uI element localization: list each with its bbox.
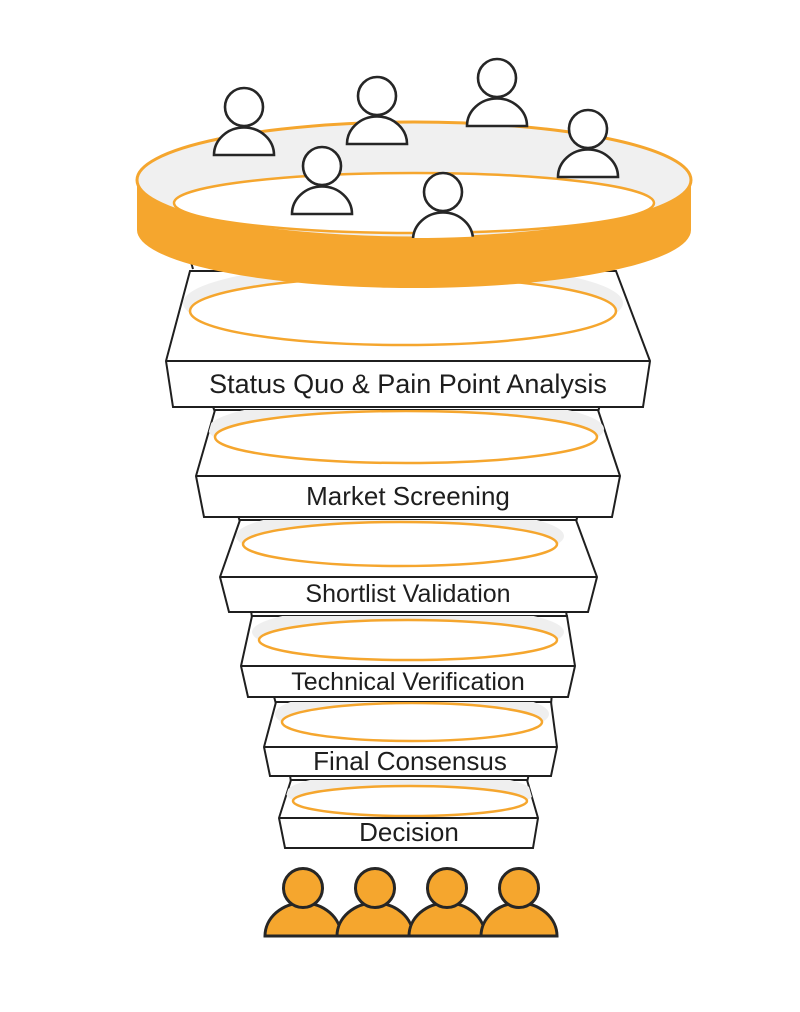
person-outline-icon [465,57,529,128]
stage-label: Status Quo & Pain Point Analysis [209,369,607,399]
person-filled-icon [479,867,559,938]
person-filled-icon [263,867,343,938]
person-outline-icon [212,86,276,157]
stage-label: Market Screening [306,481,510,511]
stage-label: Shortlist Validation [305,580,510,608]
stage-opening [280,702,544,743]
funnel-stage-decision: Decision [277,779,540,849]
stage-opening [291,784,529,818]
funnel-stage-status-quo-pain-point-analysis: Status Quo & Pain Point Analysis [164,270,652,408]
person-filled-icon [407,867,487,938]
ring-inner-opening [172,171,656,235]
stage-label: Decision [359,817,459,847]
person-outline-icon [345,75,409,146]
person-filled-icon [335,867,415,938]
funnel-stage-shortlist-validation: Shortlist Validation [218,519,599,613]
stage-opening [241,520,559,568]
stage-opening [257,618,559,662]
ring-front-band [137,180,691,288]
funnel-stage-final-consensus: Final Consensus [262,701,559,777]
funnel-stage-market-screening: Market Screening [194,409,622,518]
entry-ring [135,57,693,288]
funnel-stage-technical-verification: Technical Verification [239,615,577,698]
stage-label: Technical Verification [291,668,524,696]
decision-team-group [263,867,559,938]
stage-label: Final Consensus [313,746,507,776]
stage-opening [213,410,599,465]
